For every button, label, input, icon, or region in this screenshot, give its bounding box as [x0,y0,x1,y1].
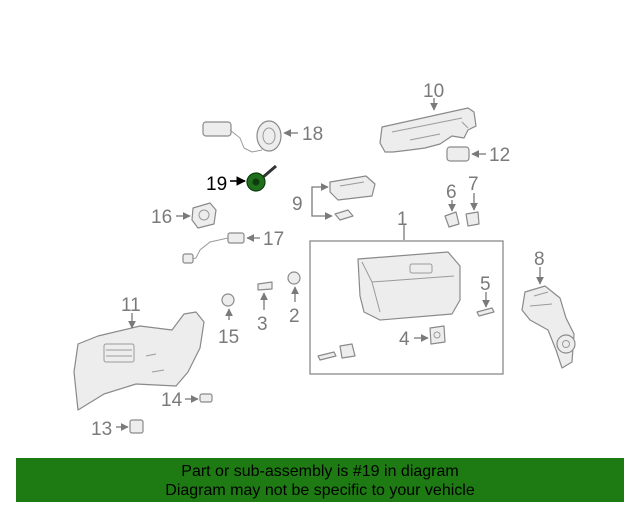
part-5-pin [476,307,495,317]
banner-line-1: Part or sub-assembly is #19 in diagram [181,463,459,480]
part-17-wire [182,232,245,264]
part-4-latch [429,325,446,345]
part-6-clip [444,211,460,228]
part-12-clip [446,146,470,162]
part-13-clip [129,419,144,434]
callout-5: 5 [480,274,491,295]
part-1-glove-box [357,251,461,321]
part-8-lock [521,285,576,369]
callout-13: 13 [91,419,112,440]
part-glove-box-clips [317,343,356,361]
part-11-lower-panel [73,311,205,411]
callout-15: 15 [218,327,239,348]
part-9-duct [329,175,376,221]
part-2-clip [287,271,301,285]
callout-6: 6 [446,182,457,203]
callout-18: 18 [302,124,323,145]
callout-19: 19 [206,174,227,195]
info-banner: Part or sub-assembly is #19 in diagram D… [16,458,624,502]
callout-10: 10 [423,81,444,102]
part-18-harness [202,120,282,153]
part-10-dash-panel [379,107,477,153]
callout-3: 3 [257,314,268,335]
callout-8: 8 [534,249,545,270]
callout-11: 11 [121,295,141,316]
callout-17: 17 [263,229,284,250]
callout-9: 9 [292,194,303,215]
part-15-grommet [221,293,235,307]
callout-2: 2 [289,306,300,327]
callout-14: 14 [161,390,183,411]
callout-12: 12 [489,145,510,166]
part-19-switch [246,164,277,192]
banner-line-2: Diagram may not be specific to your vehi… [165,482,475,499]
part-1-group-box [309,240,504,375]
part-3-screw [257,281,273,291]
part-16-switch [191,202,217,229]
part-14-clip [199,393,213,403]
callout-7: 7 [468,174,479,195]
callout-4: 4 [399,329,410,350]
part-7-clip [465,211,480,227]
callout-16: 16 [151,207,172,228]
callout-1: 1 [397,209,408,230]
